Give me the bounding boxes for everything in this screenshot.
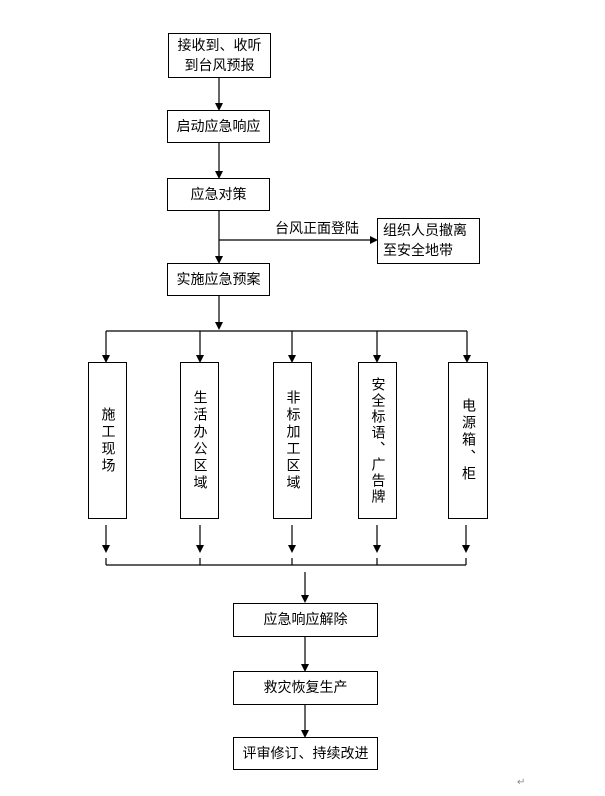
node-recovery-label: 救灾恢复生产 <box>263 680 348 696</box>
node-receive-forecast-line-2: 到台风预报 <box>184 57 255 74</box>
node-review: 评审修订、持续改进 <box>233 737 378 770</box>
node-evacuate-line-1: 组织人员撤离 <box>383 223 467 239</box>
node-evacuate: 组织人员撤离 至安全地带 <box>377 218 480 264</box>
node-area-construction-site: 施工现场 <box>88 362 127 519</box>
node-recovery: 救灾恢复生产 <box>233 671 378 705</box>
node-area-non-standard-processing-label: 非标加工区域 <box>284 389 301 492</box>
node-area-construction-site-label: 施工现场 <box>99 406 116 475</box>
node-start-response-label: 启动应急响应 <box>176 118 261 135</box>
node-release-response: 应急响应解除 <box>233 603 378 637</box>
node-implement-plan-label: 实施应急预案 <box>176 271 261 288</box>
node-implement-plan: 实施应急预案 <box>167 263 270 296</box>
node-area-power-boxes: 电源箱、柜 <box>448 362 488 519</box>
node-area-non-standard-processing: 非标加工区域 <box>273 362 312 519</box>
edge-label-direct-landfall: 台风正面登陆 <box>275 221 359 237</box>
node-area-safety-signs-label: 安全标语、广告牌 <box>369 376 386 505</box>
node-release-response-label: 应急响应解除 <box>263 612 348 628</box>
node-review-label: 评审修订、持续改进 <box>242 745 369 762</box>
paragraph-mark-icon: ↵ <box>517 777 526 788</box>
node-area-power-boxes-label: 电源箱、柜 <box>460 398 476 483</box>
node-start-response: 启动应急响应 <box>167 110 270 143</box>
node-area-safety-signs: 安全标语、广告牌 <box>358 362 397 519</box>
node-receive-forecast-line-1: 接收到、收听 <box>177 37 262 54</box>
node-receive-forecast: 接收到、收听 到台风预报 <box>168 33 271 78</box>
node-countermeasures: 应急对策 <box>167 178 270 211</box>
node-countermeasures-label: 应急对策 <box>190 186 247 203</box>
node-area-living-office: 生活办公区域 <box>180 362 219 519</box>
node-area-living-office-label: 生活办公区域 <box>191 389 208 492</box>
node-evacuate-line-2: 至安全地带 <box>383 243 453 259</box>
